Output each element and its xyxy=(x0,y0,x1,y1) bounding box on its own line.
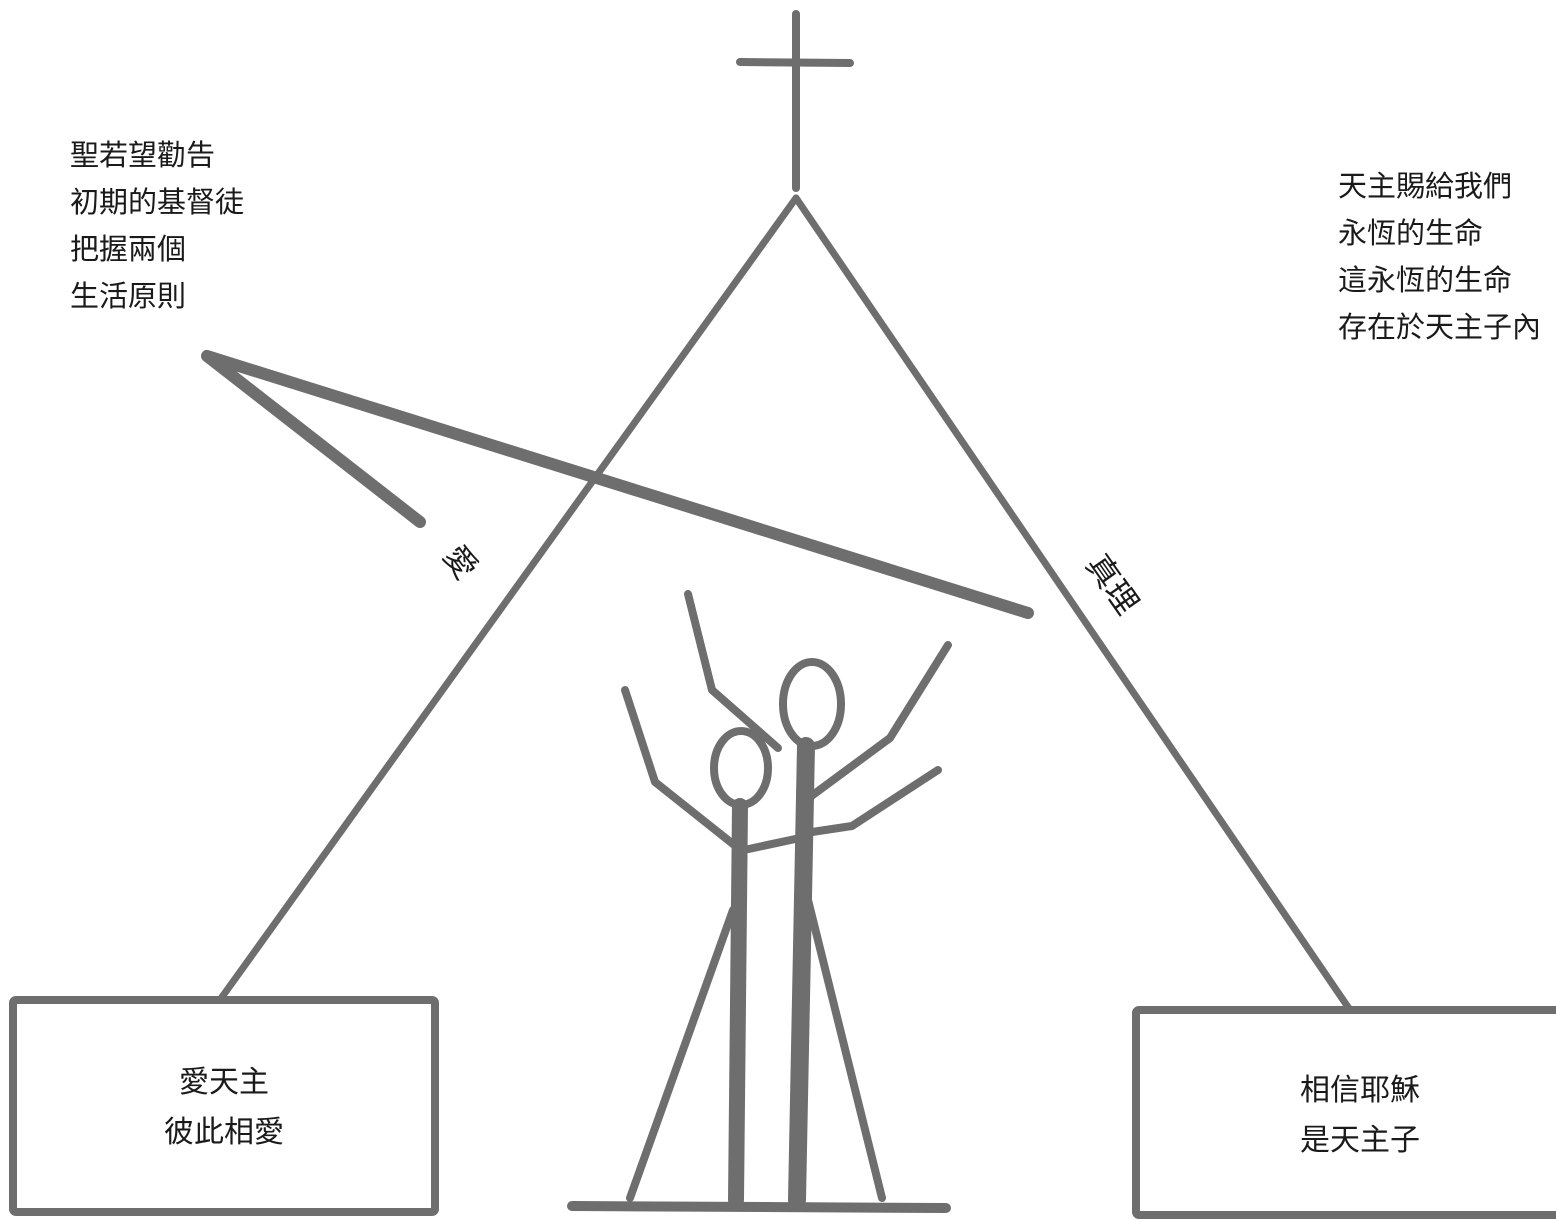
right-box-line: 相信耶穌 xyxy=(1300,1073,1420,1108)
ground-line xyxy=(567,1201,951,1213)
right-box-text: 相信耶穌 是天主子 xyxy=(1150,1066,1556,1166)
figure-left xyxy=(621,686,804,1208)
left-note-line: 把握兩個 xyxy=(70,232,187,266)
right-note-line: 天主賜給我們 xyxy=(1338,169,1513,203)
right-note-line: 這永恆的生命 xyxy=(1338,263,1513,297)
triangle-right-side xyxy=(792,194,1354,1014)
left-box xyxy=(9,996,439,1216)
triangle-left-side xyxy=(218,194,800,1001)
left-note-line: 生活原則 xyxy=(70,279,187,313)
right-note-line: 存在於天主子內 xyxy=(1338,310,1542,344)
right-box-line: 是天主子 xyxy=(1300,1123,1420,1158)
left-note-line: 聖若望勸告 xyxy=(70,138,216,172)
right-note: 天主賜給我們 永恆的生命 這永恆的生命 存在於天主子內 xyxy=(1338,163,1541,351)
right-box xyxy=(1132,1006,1556,1219)
figure-right xyxy=(684,590,952,1209)
right-note-line: 永恆的生命 xyxy=(1338,216,1484,250)
left-note: 聖若望勸告 初期的基督徒 把握兩個 生活原則 xyxy=(70,132,244,320)
left-note-line: 初期的基督徒 xyxy=(70,185,245,219)
left-box-line: 愛天主 xyxy=(179,1065,269,1100)
crossing-bar xyxy=(201,350,1034,619)
cross-icon xyxy=(736,10,854,192)
left-box-line: 彼此相愛 xyxy=(164,1115,284,1150)
left-box-text: 愛天主 彼此相愛 xyxy=(13,1058,435,1158)
